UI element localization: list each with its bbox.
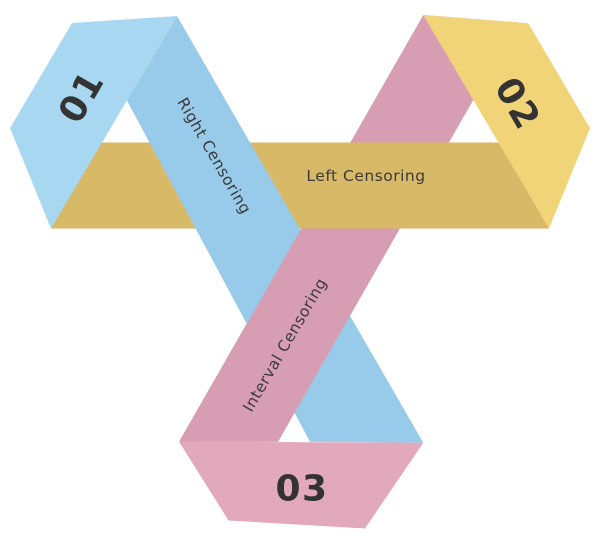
- pink-ribbon-band-front: [179, 228, 400, 442]
- yellow-ribbon-band: [51, 142, 549, 229]
- blue-ribbon-band: [126, 16, 424, 443]
- step-03-number: 03: [275, 469, 328, 510]
- label-left-censoring: Left Censoring: [306, 167, 425, 185]
- fold-face-03: [179, 441, 424, 529]
- fold-face-02: [423, 15, 590, 229]
- fold-face-01: [10, 16, 177, 229]
